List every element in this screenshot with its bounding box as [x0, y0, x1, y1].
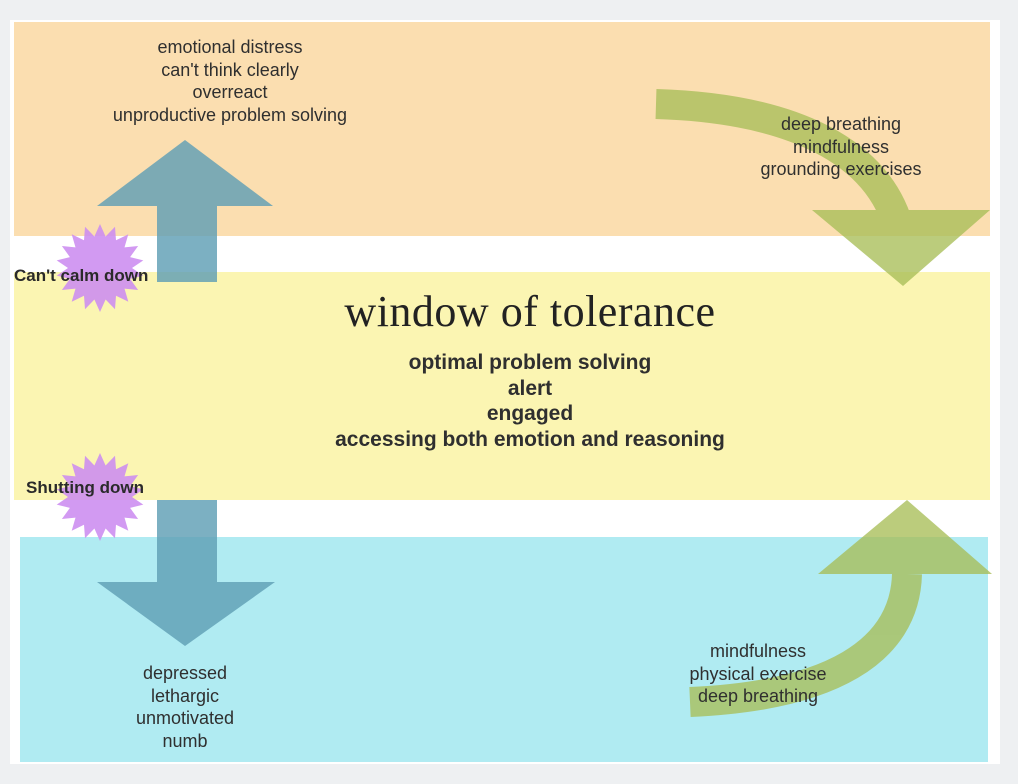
hyperarousal-item: overreact: [192, 82, 268, 102]
hyperarousal-item: unproductive problem solving: [112, 104, 348, 125]
window-item: alert: [507, 376, 553, 400]
hypo-strategies-list: mindfulness physical exercise deep breat…: [638, 640, 878, 708]
hypoarousal-list: depressed lethargic unmotivated numb: [80, 662, 290, 752]
curved-arrow-down-icon: [655, 89, 990, 286]
hyper-strategies-list: deep breathing mindfulness grounding exe…: [700, 113, 982, 181]
starburst-icon: [56, 224, 144, 312]
arrow-down-icon: [97, 500, 275, 646]
hypoarousal-item: lethargic: [150, 685, 220, 706]
strategy-item: grounding exercises: [760, 159, 922, 179]
starburst-icon: [56, 453, 144, 541]
shutting-down-label: Shutting down: [26, 478, 145, 497]
strategy-item: mindfulness: [792, 136, 890, 157]
strategy-item: deep breathing: [697, 686, 819, 706]
strategy-item: physical exercise: [689, 663, 827, 684]
window-of-tolerance-band: [14, 272, 990, 500]
hyperarousal-item: can't think clearly: [161, 59, 299, 80]
strategy-item: deep breathing: [780, 114, 902, 134]
hypoarousal-item: numb: [162, 730, 208, 751]
hyperarousal-item: emotional distress: [157, 37, 303, 57]
window-items-list: optimal problem solving alert engaged ac…: [140, 350, 920, 452]
hypoarousal-item: unmotivated: [135, 708, 235, 728]
hyperarousal-list: emotional distress can't think clearly o…: [20, 36, 440, 126]
window-item: accessing both emotion and reasoning: [335, 427, 725, 451]
cant-calm-down-label: Can't calm down: [14, 266, 149, 285]
window-item: engaged: [486, 402, 574, 425]
window-item: optimal problem solving: [408, 351, 652, 374]
strategy-item: mindfulness: [709, 641, 807, 661]
arrow-up-icon: [97, 140, 273, 282]
hypoarousal-item: depressed: [142, 663, 228, 683]
window-of-tolerance-title: window of tolerance: [344, 287, 716, 336]
curved-arrow-up-icon: [689, 500, 992, 717]
